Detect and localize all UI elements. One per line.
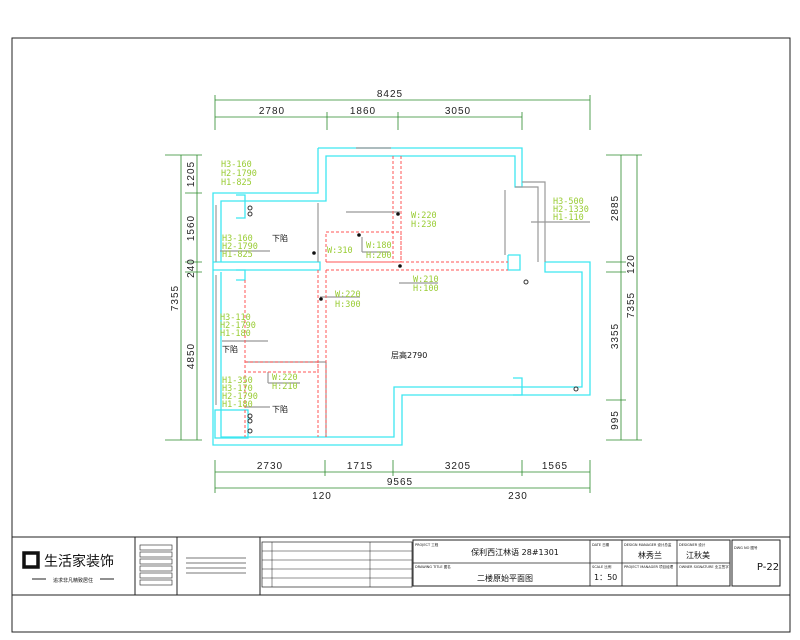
drawing-title: 二楼原始平面图: [477, 573, 533, 583]
label-drop-2: 下陷: [222, 344, 238, 354]
logo-text: 生活家装饰: [44, 553, 114, 570]
dim-left-3: 240: [186, 258, 197, 278]
dim-bottom-total: 9565: [387, 477, 413, 488]
dimension-labels: 8425 2780 1860 3050 2730 1715 3205 1565 …: [170, 89, 637, 502]
dim-right-3: 3355: [610, 323, 621, 349]
project-name: 保利西江林语 28#1301: [471, 547, 559, 557]
project-manager-label: PROJECT MANAGER 项目经理: [624, 564, 674, 569]
dim-top-2: 1860: [350, 106, 376, 117]
dim-top-total: 8425: [377, 89, 403, 100]
dim-bottom-4: 1565: [542, 461, 568, 472]
dim-right-total: 7355: [626, 292, 637, 318]
drawing-number: P-22: [757, 562, 779, 573]
drawing-title-label: DRAWING TITLE 图名: [415, 564, 451, 569]
logo-icon: [22, 551, 40, 569]
logo-subtitle: 追求非凡精致居住: [53, 577, 93, 584]
project-label: PROJECT 工程: [415, 542, 439, 547]
dim-bottom-left: 120: [312, 491, 332, 502]
title-block: 生活家装饰 追求非凡精致居住 PROJECT 工程 保利西江林语 28#1301…: [12, 536, 790, 596]
owner-signature-label: OWNER SIGNATURE 业主签字: [679, 564, 729, 569]
dim-bottom-3: 3205: [445, 461, 471, 472]
label-drop-1: 下陷: [272, 233, 288, 243]
design-manager: 林秀兰: [638, 550, 662, 560]
dim-left-2: 1560: [186, 215, 197, 241]
scale-label: SCALE 比例: [592, 564, 612, 569]
dim-bottom-right: 230: [508, 491, 528, 502]
dim-top-3: 3050: [445, 106, 471, 117]
dim-right-2: 120: [626, 254, 637, 274]
gray-lines: [215, 147, 590, 437]
scale-value: 1：50: [594, 573, 617, 582]
dim-right-1: 2885: [610, 195, 621, 221]
dim-bottom-1: 2730: [257, 461, 283, 472]
dim-left-1: 1205: [186, 161, 197, 187]
walls: [212, 147, 591, 446]
dim-left-total: 7355: [170, 285, 181, 311]
drawing-no-label: DWG NO 图号: [734, 545, 758, 550]
label-ceiling-height: 层高2790: [391, 350, 427, 360]
dim-top-1: 2780: [259, 106, 285, 117]
dim-bottom-2: 1715: [347, 461, 373, 472]
label-drop-3: 下陷: [272, 404, 288, 414]
pipe-markers: [247, 205, 579, 434]
designer-label: DESIGNER 设计: [679, 542, 706, 547]
note-b3: W:310: [327, 246, 353, 256]
designer: 江秋美: [686, 550, 710, 560]
date-label: DATE 日期: [592, 542, 610, 547]
dimension-lines: [165, 95, 642, 493]
drawing-frame: [11, 37, 791, 633]
dim-left-4: 4850: [186, 343, 197, 369]
beams-dashed: [244, 156, 508, 437]
design-manager-label: DESIGN MANAGER 设计总监: [624, 542, 672, 547]
dim-right-4: 995: [610, 410, 621, 430]
